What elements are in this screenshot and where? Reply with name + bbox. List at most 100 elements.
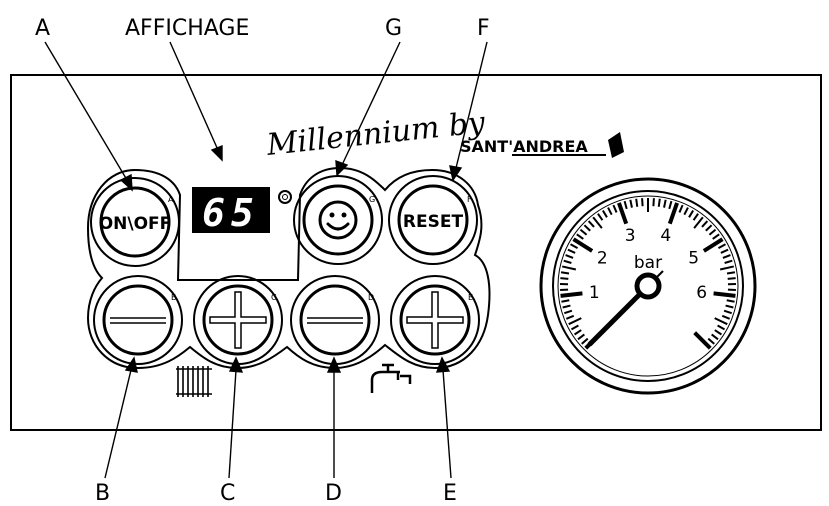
- gauge-minor-tick: [657, 198, 661, 207]
- display-value: 65: [202, 191, 260, 235]
- plus-icon: [406, 291, 464, 349]
- tag-e: E: [468, 293, 473, 302]
- gauge-minor-tick: [711, 333, 719, 341]
- gauge-minor-tick: [723, 309, 733, 315]
- gauge-major-tick: [560, 291, 583, 298]
- radiator-icon: [176, 366, 212, 397]
- tag-d: D: [368, 293, 374, 302]
- gauge-minor-tick: [668, 200, 673, 210]
- gauge-minor-tick: [560, 271, 570, 275]
- gauge-minor-tick: [623, 200, 628, 210]
- gauge-minor-tick: [719, 265, 735, 271]
- dhw-plus-button[interactable]: [399, 284, 471, 356]
- gauge-minor-tick: [581, 337, 589, 345]
- gauge-minor-tick: [602, 209, 608, 218]
- tag-b: B: [171, 293, 177, 302]
- gauge-minor-tick: [576, 233, 584, 240]
- gauge-minor-tick: [707, 337, 715, 345]
- gauge-tick-marks: [559, 198, 737, 350]
- gauge-minor-tick: [714, 329, 722, 336]
- gauge-minor-tick: [597, 213, 604, 221]
- callout-d: D: [325, 481, 342, 506]
- gauge-minor-tick: [701, 220, 709, 228]
- reset-button[interactable]: RESET: [397, 184, 469, 256]
- gauge-minor-tick: [720, 248, 729, 254]
- gauge-minor-tick: [563, 259, 572, 264]
- control-panel-frame: [10, 74, 822, 431]
- on-off-button-ring: [90, 177, 180, 267]
- heating-minus-button-ring: [93, 275, 183, 365]
- digital-display: 65: [192, 187, 270, 235]
- gauge-minor-tick: [583, 224, 591, 232]
- reset-label: RESET: [403, 212, 464, 232]
- gauge-minor-tick: [692, 213, 699, 221]
- gauge-minor-tick: [727, 277, 736, 280]
- gauge-minor-tick: [708, 228, 717, 236]
- gauge-minor-tick: [688, 209, 694, 218]
- gauge-minor-tick: [561, 265, 577, 271]
- gauge-minor-tick: [565, 314, 575, 320]
- button-cluster-outline: [86, 166, 491, 370]
- gauge-label: 1: [589, 283, 600, 303]
- brand-logo-mark: [608, 132, 624, 158]
- gauge-minor-tick: [678, 204, 684, 213]
- plus-icon: [209, 291, 267, 349]
- gauge-minor-tick: [577, 333, 585, 341]
- dhw-minus-button[interactable]: [299, 284, 371, 356]
- gauge-minor-tick: [663, 199, 667, 208]
- comfort-button[interactable]: [302, 184, 374, 256]
- gauge-minor-tick: [652, 198, 655, 207]
- gauge-minor-tick: [563, 309, 573, 315]
- gauge-minor-tick: [567, 248, 576, 254]
- gauge-minor-tick: [574, 329, 582, 336]
- gauge-minor-tick: [641, 198, 644, 207]
- tag-g: G: [369, 195, 375, 204]
- gauge-minor-tick: [570, 243, 579, 249]
- gauge-minor-tick: [562, 304, 571, 309]
- leader-lines: [44, 41, 488, 479]
- gauge-minor-tick: [683, 207, 689, 216]
- gauge-minor-tick: [724, 259, 733, 264]
- on-off-label: ON\OFF: [99, 214, 172, 234]
- gauge-minor-tick: [726, 299, 735, 303]
- gauge-minor-tick: [570, 324, 579, 331]
- on-off-button[interactable]: ON\OFF: [99, 186, 172, 258]
- gauge-minor-tick: [693, 216, 704, 229]
- gauge-minor-tick: [568, 317, 582, 326]
- gauge-minor-tick: [714, 317, 728, 326]
- gauge-major-tick: [617, 202, 629, 225]
- gauge-minor-tick: [592, 216, 603, 229]
- minus-icon: [110, 317, 166, 324]
- callout-a: A: [35, 16, 50, 41]
- gauge-minor-tick: [725, 304, 734, 309]
- brand-name: SANT'ANDREA: [460, 137, 588, 156]
- callout-c: C: [220, 481, 235, 506]
- callout-b: B: [95, 481, 110, 506]
- gauge-label: 4: [660, 226, 671, 246]
- callout-g: G: [385, 16, 402, 41]
- callout-f: F: [477, 16, 490, 41]
- tag-f: F: [467, 195, 472, 204]
- gauge-label: 2: [597, 248, 608, 268]
- heating-minus-button[interactable]: [102, 284, 174, 356]
- tag-a: A: [168, 195, 174, 204]
- gauge-minor-tick: [705, 224, 713, 232]
- gauge-major-tick: [572, 237, 594, 253]
- callout-affichage: AFFICHAGE: [125, 16, 249, 41]
- gauge-needle: [587, 283, 651, 347]
- gauge-major-tick: [693, 331, 712, 350]
- reset-button-ring: [388, 175, 478, 265]
- gauge-minor-tick: [717, 324, 726, 331]
- smiley-face-icon: [318, 200, 358, 240]
- callout-e: E: [443, 481, 457, 506]
- gauge-label: 6: [696, 283, 707, 303]
- brand-script: Millennium by: [264, 105, 487, 163]
- heating-plus-button[interactable]: [202, 284, 274, 356]
- dhw-plus-button-ring: [390, 275, 480, 365]
- gauge-minor-tick: [629, 199, 633, 208]
- gauge-minor-tick: [712, 233, 720, 240]
- tag-c: C: [271, 293, 277, 302]
